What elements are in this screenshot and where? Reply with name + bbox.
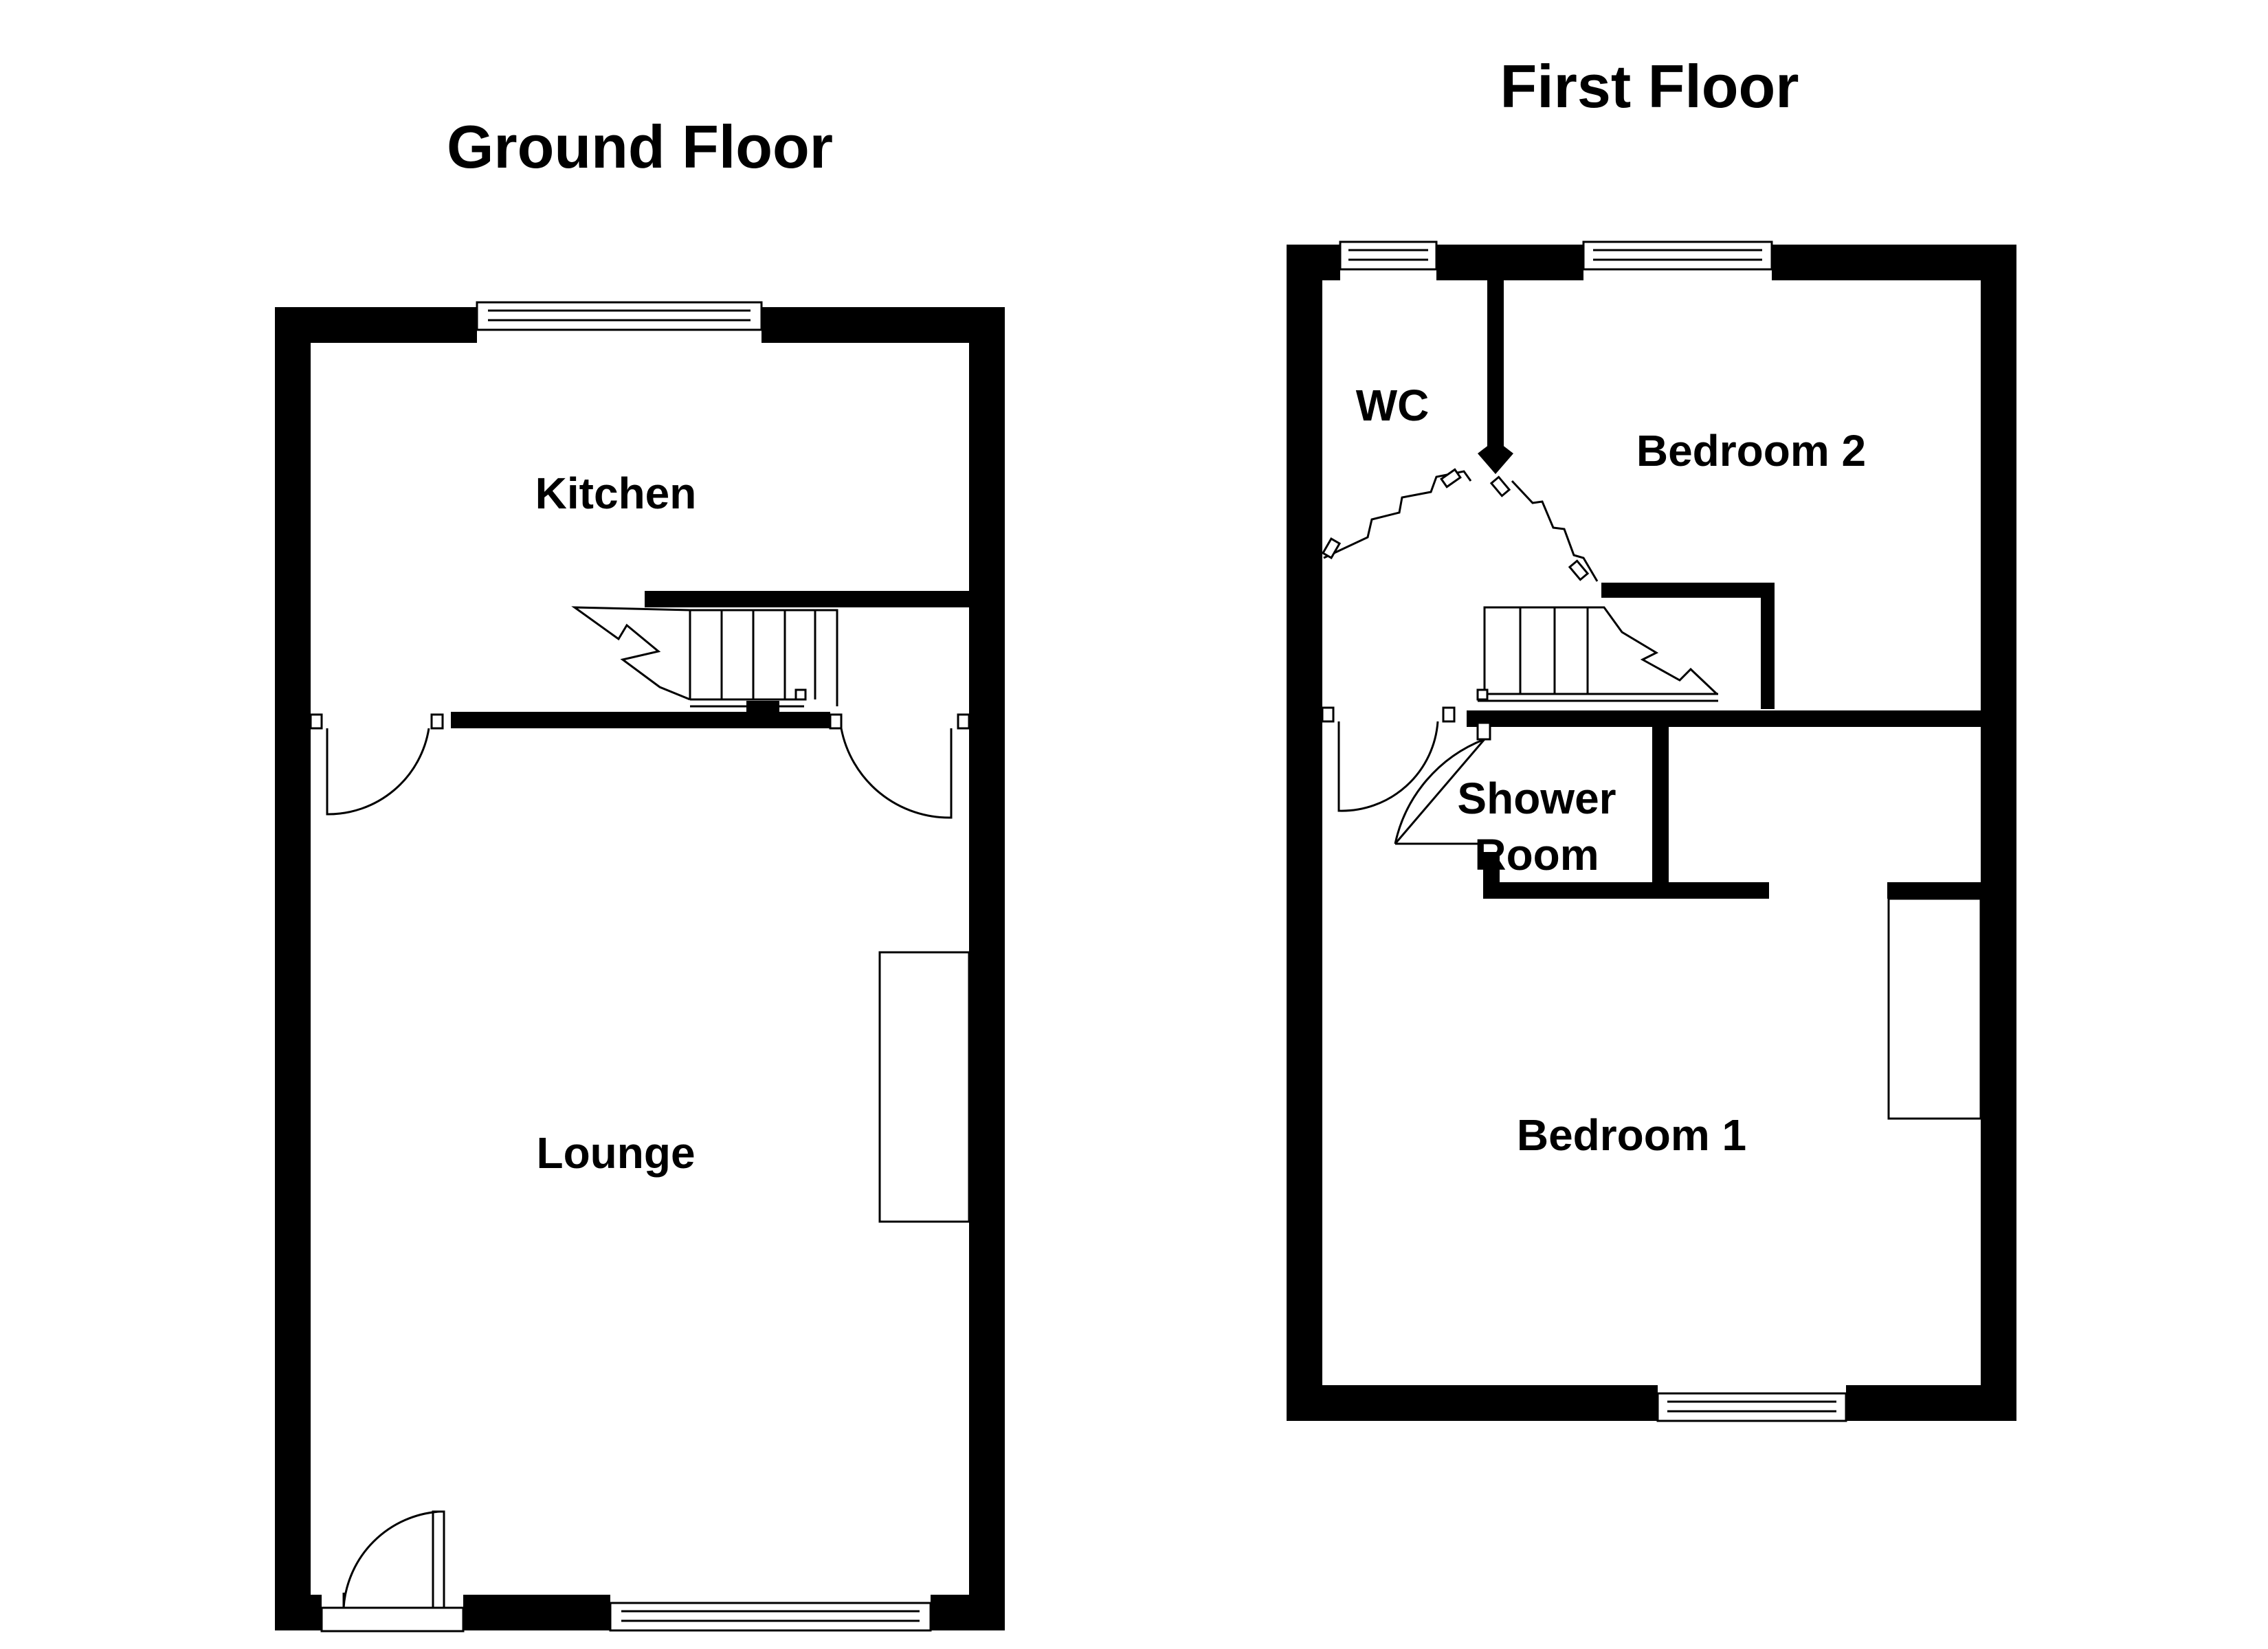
- shower-room-label-line1: Shower: [1457, 774, 1616, 823]
- wc-bedroom2-wall: [1487, 280, 1504, 458]
- shower-room-label-line2: Room: [1474, 830, 1599, 879]
- wc-window: [1339, 240, 1438, 271]
- landing-bedroom-wall: [1467, 710, 1981, 727]
- wc-label: WC: [1356, 381, 1430, 430]
- lounge-label: Lounge: [536, 1128, 695, 1178]
- landing-doors: [1321, 468, 1599, 582]
- kitchen-window: [476, 301, 763, 331]
- kitchen-lounge-partition: [451, 712, 830, 728]
- bedroom2-window: [1582, 240, 1773, 271]
- front-door: [320, 1510, 465, 1633]
- ground-floor-staircase: [571, 606, 838, 708]
- ground-floor-title: Ground Floor: [447, 113, 833, 181]
- bedroom2-stair-wall: [1601, 583, 1775, 709]
- bedroom2-label: Bedroom 2: [1636, 426, 1866, 475]
- lounge-window: [609, 1602, 932, 1632]
- lounge-chimney-breast: [878, 951, 970, 1223]
- ground-floor-plan: Ground Floor Kitchen Lounge: [275, 113, 1005, 1635]
- shower-room-stub-wall: [1483, 852, 1500, 893]
- first-floor-plan: First Floor WC Bedroom 2 Shower Room Bed…: [1287, 52, 2016, 1426]
- bedroom1-wardrobe-stub: [1887, 882, 1981, 899]
- shower-room-side-wall: [1652, 727, 1669, 886]
- shower-room-bottom-wall: [1483, 882, 1769, 899]
- lounge-door-right: [829, 713, 970, 819]
- landing-wall-node: [1478, 440, 1513, 474]
- kitchen-label: Kitchen: [535, 469, 697, 518]
- bedroom1-wardrobe: [1887, 897, 1982, 1120]
- shower-room-door: [1321, 706, 1491, 845]
- lounge-door-left: [309, 713, 444, 816]
- first-floor-staircase: [1476, 606, 1718, 702]
- bedroom1-label: Bedroom 1: [1517, 1110, 1746, 1160]
- first-floor-title: First Floor: [1500, 52, 1799, 120]
- kitchen-stair-wall: [645, 591, 969, 607]
- bedroom1-window: [1656, 1392, 1847, 1422]
